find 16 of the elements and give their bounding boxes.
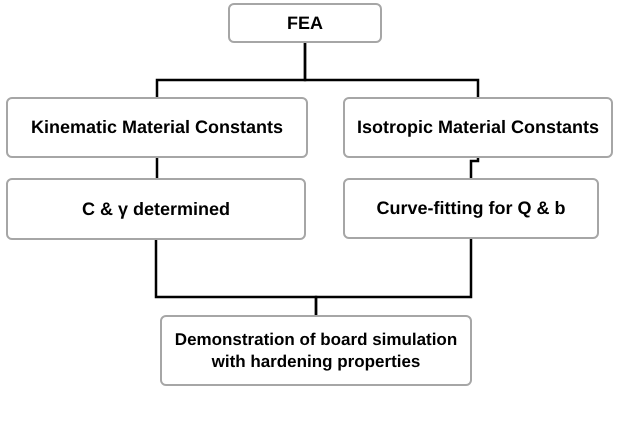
box-label: Demonstration of board simulation with hardening properties <box>174 329 458 372</box>
process-box <box>6 97 308 158</box>
box-label: Curve-fitting for Q & b <box>376 197 566 220</box>
connector-line <box>304 43 480 97</box>
process-box <box>343 97 613 158</box>
process-box <box>228 3 382 43</box>
process-box <box>160 315 472 386</box>
box-label: FEA <box>287 12 323 34</box>
connector-line <box>470 158 480 178</box>
box-label: C & γ determined <box>82 198 230 220</box>
connector-line <box>156 158 158 178</box>
box-label: Isotropic Material Constants <box>356 116 600 139</box>
box-label: Kinematic Material Constants <box>30 116 284 139</box>
process-box <box>6 178 306 240</box>
connector-line <box>314 239 472 315</box>
process-box <box>343 178 599 239</box>
